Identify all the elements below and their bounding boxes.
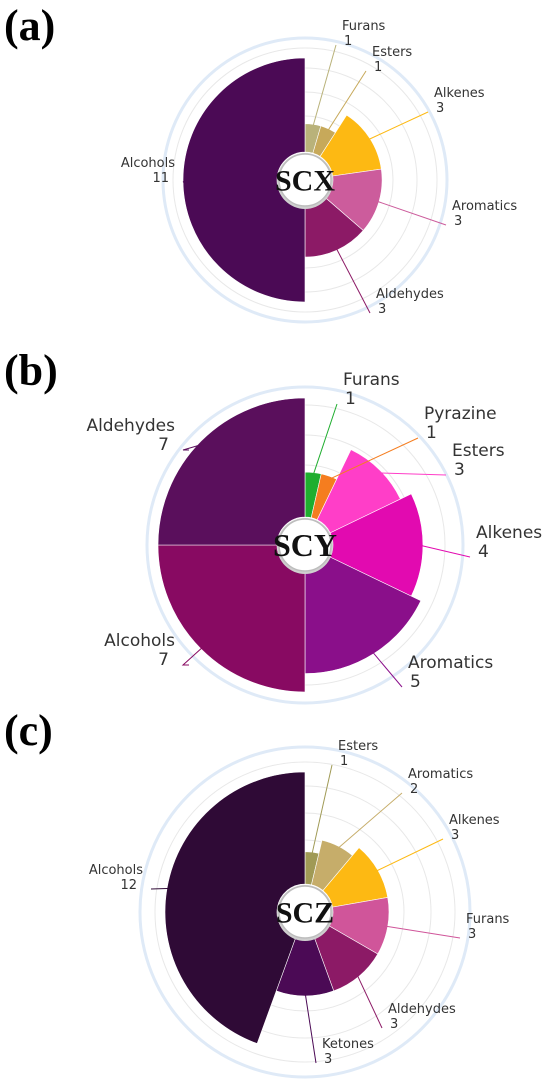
category-value: 7 — [158, 435, 169, 455]
category-value: 1 — [374, 60, 382, 75]
category-value: 2 — [410, 782, 418, 797]
category-label: Ketones — [322, 1037, 374, 1052]
leader-line — [355, 973, 383, 1029]
category-label: Aldehydes — [388, 1002, 456, 1017]
chart-panel-3: (c)Esters1Aromatics2Alkenes3Furans3Aldeh… — [4, 706, 510, 1079]
leader-line — [327, 437, 419, 481]
category-value: 3 — [468, 927, 476, 942]
leader-line — [334, 246, 371, 314]
leader-line — [418, 544, 471, 558]
sector-alcohols — [164, 771, 306, 1044]
chart-panel-1: (a)Furans1Esters1Alkenes3Aromatics3Aldeh… — [4, 1, 517, 324]
category-label: Esters — [372, 45, 412, 60]
leader-line — [311, 764, 333, 857]
panel-label: (b) — [4, 346, 58, 395]
leader-line — [182, 179, 189, 183]
leader-line — [383, 925, 461, 939]
category-value: 3 — [454, 214, 462, 229]
leader-line — [150, 887, 172, 890]
grid-ring — [154, 761, 456, 1063]
category-label: Aldehydes — [86, 416, 175, 436]
center-label: SCX — [275, 165, 335, 198]
category-value: 3 — [378, 302, 386, 317]
category-label: Aromatics — [452, 199, 517, 214]
category-value: 11 — [152, 171, 169, 186]
sector-aldehydes — [157, 397, 306, 546]
category-value: 1 — [340, 754, 348, 769]
category-value: 7 — [158, 650, 169, 670]
category-label: Furans — [466, 912, 510, 927]
leader-line — [374, 200, 447, 226]
category-label: Alkenes — [434, 86, 485, 101]
leader-line — [326, 70, 367, 133]
leader-line — [335, 792, 403, 851]
category-value: 3 — [451, 828, 459, 843]
leader-line — [311, 44, 337, 129]
category-value: 3 — [324, 1052, 332, 1067]
category-value: 1 — [426, 423, 437, 443]
leader-line — [377, 472, 447, 476]
leader-line — [370, 650, 403, 688]
leader-line — [304, 991, 317, 1064]
category-label: Aldehydes — [376, 287, 444, 302]
category-value: 1 — [345, 389, 356, 409]
chart-panel-2: (b)Furans1Pyrazine1Esters3Alkenes4Aromat… — [4, 346, 542, 705]
leader-line — [181, 645, 205, 666]
category-label: Esters — [452, 441, 505, 461]
center-label: SCZ — [276, 897, 334, 930]
category-value: 3 — [436, 101, 444, 116]
panel-label: (c) — [4, 706, 53, 755]
grid-ring — [138, 745, 472, 1079]
category-value: 4 — [478, 542, 489, 562]
category-label: Furans — [342, 19, 386, 34]
category-label: Aromatics — [408, 653, 493, 673]
category-label: Alcohols — [89, 863, 143, 878]
category-value: 1 — [344, 34, 352, 49]
category-label: Furans — [343, 370, 400, 390]
sector-alcohols — [157, 544, 306, 693]
center-disc — [278, 885, 332, 939]
center-disc — [278, 153, 332, 207]
category-value: 12 — [120, 878, 137, 893]
grid-ring — [145, 385, 465, 705]
leader-line — [312, 403, 338, 477]
category-label: Esters — [338, 739, 378, 754]
category-label: Alcohols — [121, 156, 175, 171]
leader-line — [374, 838, 444, 873]
leader-line — [182, 443, 205, 451]
grid-ring — [172, 47, 438, 313]
sector-alkenes — [329, 493, 424, 597]
center-disc — [278, 518, 332, 572]
center-label: SCY — [273, 527, 337, 563]
leader-line — [366, 111, 429, 141]
category-label: Alkenes — [449, 813, 500, 828]
category-label: Alcohols — [104, 631, 175, 651]
category-value: 3 — [390, 1017, 398, 1032]
category-label: Aromatics — [408, 767, 473, 782]
grid-ring — [161, 36, 449, 324]
category-value: 3 — [454, 460, 465, 480]
category-label: Alkenes — [476, 523, 542, 543]
panel-label: (a) — [4, 1, 55, 50]
category-label: Pyrazine — [424, 404, 497, 424]
category-value: 5 — [410, 672, 421, 692]
